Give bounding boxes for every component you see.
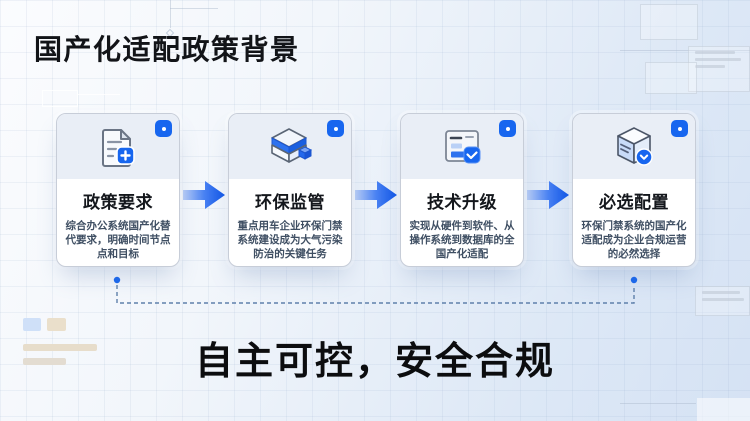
card-title: 环保监管 bbox=[255, 193, 325, 212]
card-technology-upgrade: 技术升级 实现从硬件到软件、从操作系统到数据库的全国产化适配 bbox=[400, 113, 524, 267]
card-icon-area bbox=[401, 114, 523, 179]
layers-3d-icon bbox=[271, 127, 313, 163]
card-icon-area bbox=[229, 114, 351, 179]
cube-check-icon bbox=[617, 126, 653, 166]
record-badge-icon bbox=[155, 120, 172, 137]
wireframe-line bbox=[620, 403, 696, 404]
card-mandatory-configuration: 必选配置 环保门禁系统的国产化适配成为企业合规运营的必然选择 bbox=[572, 113, 696, 267]
white-block bbox=[697, 398, 750, 421]
tan-bar bbox=[23, 344, 97, 351]
record-badge-icon bbox=[499, 120, 516, 137]
tan-chip bbox=[47, 318, 66, 331]
wireframe-box bbox=[688, 46, 750, 92]
card-environmental-supervision: 环保监管 重点用车企业环保门禁系统建设成为大气污染防治的关键任务 bbox=[228, 113, 352, 267]
outline-box bbox=[42, 90, 78, 107]
card-icon-area bbox=[573, 114, 695, 179]
wireframe-box bbox=[640, 4, 698, 40]
card-title: 技术升级 bbox=[427, 193, 497, 212]
card-description: 综合办公系统国产化替代要求，明确时间节点点和目标 bbox=[65, 220, 171, 260]
panel-check-icon bbox=[445, 129, 481, 163]
tan-bar bbox=[23, 358, 66, 365]
wireframe-box bbox=[695, 286, 750, 316]
card-icon-area bbox=[57, 114, 179, 179]
arrow-right-icon bbox=[183, 181, 225, 209]
outline-line bbox=[78, 94, 120, 95]
card-description: 重点用车企业环保门禁系统建设成为大气污染防治的关键任务 bbox=[237, 220, 343, 260]
record-badge-icon bbox=[671, 120, 688, 137]
blue-chip bbox=[23, 318, 41, 331]
card-description: 实现从硬件到软件、从操作系统到数据库的全国产化适配 bbox=[409, 220, 515, 260]
slide-tagline: 自主可控，安全合规 bbox=[194, 341, 555, 383]
card-description: 环保门禁系统的国产化适配成为企业合规运营的必然选择 bbox=[581, 220, 687, 260]
arrow-right-icon bbox=[527, 181, 569, 209]
wireframe-box bbox=[645, 62, 697, 94]
circuit-line bbox=[170, 0, 171, 28]
card-title: 政策要求 bbox=[83, 193, 153, 212]
wireframe-line bbox=[620, 50, 750, 51]
record-badge-icon bbox=[327, 120, 344, 137]
card-title: 必选配置 bbox=[599, 193, 669, 212]
cards-row: 政策要求 综合办公系统国产化替代要求，明确时间节点点和目标 bbox=[56, 113, 696, 267]
circuit-line bbox=[170, 8, 218, 9]
arrow-right-icon bbox=[355, 181, 397, 209]
card-policy-requirement: 政策要求 综合办公系统国产化替代要求，明确时间节点点和目标 bbox=[56, 113, 180, 267]
document-plus-icon bbox=[102, 128, 135, 167]
page-title: 国产化适配政策背景 bbox=[34, 34, 300, 65]
